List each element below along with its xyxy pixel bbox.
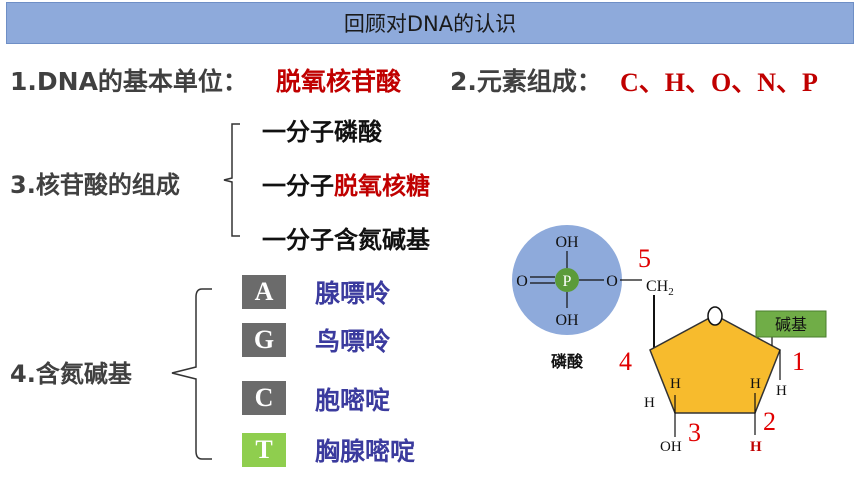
h-c2-top-label: H: [750, 376, 761, 392]
carbon-number-1: 1: [792, 347, 805, 376]
ring-oxygen: [707, 306, 723, 326]
o-bridge-label: O: [606, 273, 618, 290]
nucleotide-diagram: P OH OH O O CH2 磷酸 5 4 1 2 3 H H OH H H …: [512, 225, 827, 455]
oh-top-label: OH: [555, 234, 579, 251]
composition-item-phosphate: 一分子磷酸: [262, 112, 382, 147]
carbon-number-3: 3: [688, 418, 701, 447]
base-letter-g: G: [242, 323, 286, 357]
carbon-number-4: 4: [619, 347, 632, 376]
oh-c3-label: OH: [660, 439, 682, 455]
title-bar: 回顾对DNA的认识: [6, 2, 854, 44]
carbon-number-5: 5: [638, 244, 651, 273]
base-label: 碱基: [775, 316, 807, 334]
phosphate-label: 磷酸: [551, 352, 584, 371]
carbon-number-2: 2: [763, 407, 776, 436]
composition-item-highlight: 脱氧核糖: [334, 172, 430, 200]
h-c1-label: H: [776, 383, 787, 399]
composition-item-deoxyribose: 一分子脱氧核糖: [262, 166, 430, 201]
basic-unit-label: 1.DNA的基本单位：: [10, 67, 248, 96]
base-letter-a: A: [242, 275, 286, 309]
base-name-cytosine: 胞嘧啶: [315, 386, 391, 415]
basic-unit-value: 脱氧核苷酸: [276, 67, 402, 96]
composition-item-text: 一分子磷酸: [262, 118, 382, 146]
base-name-adenine: 腺嘌呤: [315, 279, 391, 308]
deoxyribose-ring: [649, 314, 781, 414]
composition-item-text: 一分子含氮碱基: [262, 226, 430, 254]
ch2-label: CH2: [646, 278, 674, 298]
composition-item-base: 一分子含氮碱基: [262, 220, 430, 255]
p-atom-label: P: [563, 273, 572, 290]
page-title: 回顾对DNA的认识: [343, 12, 517, 36]
oh-bottom-label: OH: [555, 312, 579, 329]
base-name-thymine: 胸腺嘧啶: [315, 437, 416, 466]
brace-section4: [171, 288, 212, 460]
nucleotide-composition-label: 3.核苷酸的组成: [10, 171, 180, 199]
brace-section3: [223, 123, 240, 237]
base-letter-t: T: [242, 433, 286, 467]
base-name-guanine: 鸟嘌呤: [315, 327, 391, 356]
nitrogen-bases-label: 4.含氮碱基: [10, 360, 132, 388]
h-c3-top-label: H: [670, 376, 681, 392]
o-double-label: O: [516, 273, 528, 290]
h-c2-bottom-label: H: [750, 439, 762, 455]
elements-label: 2.元素组成：: [450, 67, 602, 96]
base-letter-c: C: [242, 381, 286, 415]
h-c4-label: H: [644, 395, 655, 411]
base-box: [755, 310, 827, 338]
elements-value: C、H、O、N、P: [620, 68, 818, 97]
composition-item-text: 一分子: [262, 172, 334, 200]
p-atom-circle: [555, 268, 579, 292]
